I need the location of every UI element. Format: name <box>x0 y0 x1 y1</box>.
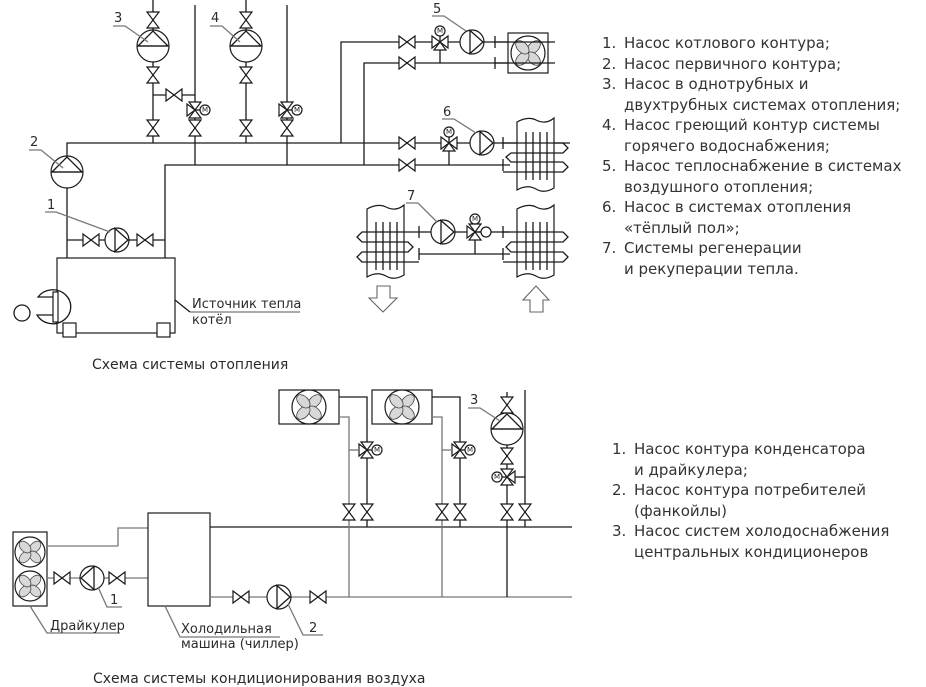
cooler-pump-1-number: 1 <box>110 593 118 608</box>
svg-text:M: M <box>374 446 380 454</box>
legend-item: 6.Насос в системах отопления «тёплый пол… <box>602 198 852 237</box>
heat-recovery-left-coil <box>356 203 419 279</box>
drycooler-label: Драйкулер <box>50 619 125 634</box>
boiler <box>56 257 176 334</box>
legend-item: 1.Насос котлового контура; <box>602 34 830 52</box>
cooler-pump-2-number: 2 <box>309 621 317 636</box>
legend-item: 2.Насос первичного контура; <box>602 54 842 73</box>
svg-text:M: M <box>437 27 443 35</box>
chiller <box>147 512 211 607</box>
pump-1-number: 1 <box>47 198 55 213</box>
legend-item: 1.Насос контура конденсатора и драйкулер… <box>612 440 866 479</box>
fan-coil-unit-2 <box>371 389 433 425</box>
heat-recovery-right-coil <box>503 203 569 279</box>
pump-2-number: 2 <box>30 135 38 150</box>
supply-arrow-up-icon <box>521 285 551 313</box>
svg-text:M: M <box>294 106 300 114</box>
legend-item: 2.Насос контура потребителей (фанкойлы) <box>612 481 867 520</box>
air-heater-fan-icon <box>495 32 555 74</box>
chiller-label-2: машина (чиллер) <box>181 637 299 652</box>
chiller-label: Холодильная <box>181 622 272 637</box>
cooler-pump-3-number: 3 <box>470 393 478 408</box>
svg-text:M: M <box>494 473 500 481</box>
legend-item: 7.Системы регенерации и рекуперации тепл… <box>602 239 802 278</box>
legend-item: 5.Насос теплоснабжение в системах воздуш… <box>602 157 902 196</box>
svg-text:M: M <box>446 128 452 136</box>
boiler-label: Источник тепла <box>192 297 301 312</box>
drycooler <box>12 531 48 607</box>
pump-3-number: 3 <box>114 11 122 26</box>
legend-item: 3.Насос систем холодоснабжения центральн… <box>612 522 890 561</box>
exhaust-arrow-down-icon <box>367 285 399 313</box>
floor-heating-coil <box>503 116 569 192</box>
legend-item: 4.Насос греющий контур системы горячего … <box>602 116 880 155</box>
pump-7-number: 7 <box>407 189 415 204</box>
pump-5-number: 5 <box>433 2 441 17</box>
burner-fan-icon <box>13 289 72 325</box>
cooling-scheme: 1 Драйкулер 2 Холодильная машина (чиллер… <box>12 389 572 687</box>
heating-scheme: Источник тепла котёл 1 2 3 M <box>13 0 570 373</box>
heating-legend: 1.Насос котлового контура; 2.Насос перви… <box>602 33 926 279</box>
fan-coil-unit-1 <box>278 389 340 425</box>
svg-text:M: M <box>202 106 208 114</box>
svg-text:M: M <box>467 446 473 454</box>
cooling-scheme-caption: Схема системы кондиционирования воздуха <box>93 671 426 687</box>
heating-scheme-caption: Схема системы отопления <box>92 357 288 373</box>
boiler-label-2: котёл <box>192 313 232 328</box>
svg-text:M: M <box>472 215 478 223</box>
legend-item: 3.Насос в однотрубных и двухтрубных сист… <box>602 75 901 114</box>
pump-4-number: 4 <box>211 11 219 26</box>
cooling-legend: 1.Насос контура конденсатора и драйкулер… <box>612 439 926 562</box>
pump-6-number: 6 <box>443 105 451 120</box>
